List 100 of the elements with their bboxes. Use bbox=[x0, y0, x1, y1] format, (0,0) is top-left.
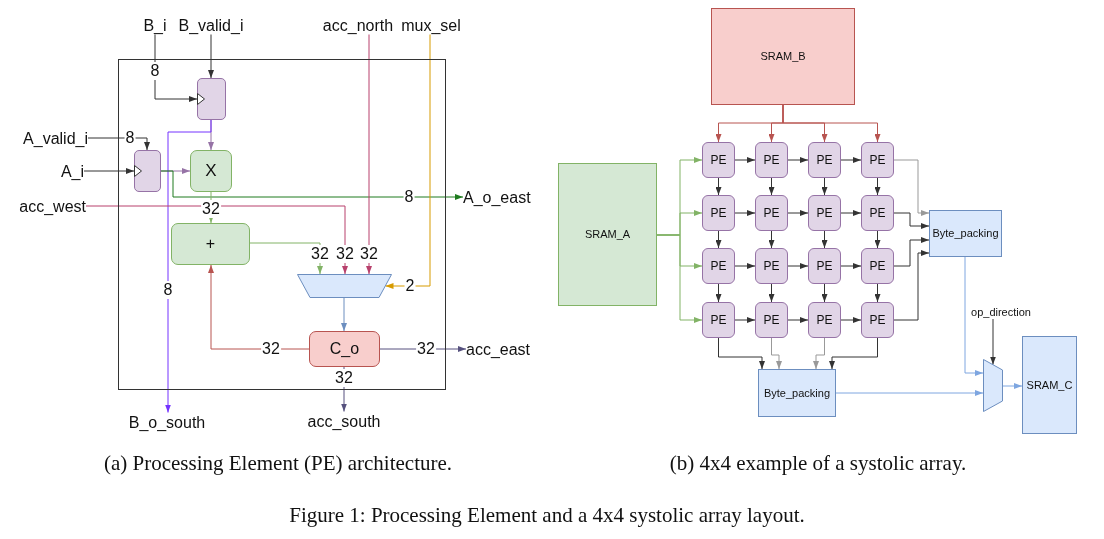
arrow bbox=[379, 346, 467, 352]
signal-label: acc_east bbox=[466, 339, 531, 359]
arrow bbox=[768, 177, 775, 196]
pe-block: PE bbox=[755, 195, 788, 231]
arrow bbox=[768, 283, 775, 303]
arrow bbox=[734, 263, 756, 269]
pe-block: PE bbox=[861, 248, 894, 284]
accumulator-register-block: C_o bbox=[309, 331, 380, 367]
arrow bbox=[821, 230, 828, 249]
byte-packing-block: Byte_packing bbox=[929, 210, 1002, 257]
arrow bbox=[83, 168, 135, 174]
arrow bbox=[734, 317, 756, 323]
signal-label: op_direction bbox=[971, 305, 1031, 319]
arrow bbox=[874, 283, 881, 303]
arrow bbox=[1002, 383, 1023, 389]
arrow bbox=[768, 230, 775, 249]
arrow bbox=[385, 34, 431, 289]
pe-block: PE bbox=[755, 142, 788, 178]
arrow bbox=[990, 318, 996, 365]
arrow bbox=[208, 264, 310, 350]
arrow bbox=[893, 159, 930, 216]
arrow bbox=[656, 234, 703, 323]
module-outline bbox=[118, 59, 446, 390]
arrow bbox=[840, 263, 862, 269]
adder-block: + bbox=[171, 223, 250, 265]
arrow bbox=[715, 230, 722, 249]
arrow bbox=[771, 337, 782, 370]
edge-label: 8 bbox=[162, 281, 174, 299]
edge-label: 32 bbox=[201, 200, 221, 218]
arrow bbox=[964, 256, 984, 376]
arrow bbox=[715, 177, 722, 196]
pe-block: PE bbox=[755, 248, 788, 284]
arrow bbox=[341, 297, 347, 332]
pe-block: PE bbox=[861, 195, 894, 231]
memory-block: SRAM_C bbox=[1022, 336, 1077, 434]
arrow bbox=[840, 317, 862, 323]
register-block bbox=[134, 150, 161, 192]
arrow bbox=[813, 337, 825, 370]
edge-label: 32 bbox=[359, 245, 379, 263]
arrow bbox=[821, 177, 828, 196]
signal-label: B_valid_i bbox=[178, 15, 244, 35]
multiplexer-shape bbox=[983, 359, 1003, 412]
multiplexer-shape bbox=[297, 274, 392, 298]
pe-block: PE bbox=[808, 302, 841, 338]
arrow bbox=[787, 157, 809, 163]
arrow bbox=[787, 263, 809, 269]
arrow bbox=[782, 104, 881, 143]
memory-block: SRAM_A bbox=[558, 163, 657, 306]
arrow bbox=[840, 210, 862, 216]
pe-block: PE bbox=[861, 142, 894, 178]
memory-block: SRAM_B bbox=[711, 8, 855, 105]
arrow bbox=[718, 337, 765, 370]
arrow bbox=[208, 34, 214, 79]
arrow bbox=[821, 283, 828, 303]
pe-block: PE bbox=[702, 302, 735, 338]
pe-block: PE bbox=[755, 302, 788, 338]
signal-label: acc_south bbox=[307, 411, 381, 431]
edge-label: 8 bbox=[149, 62, 161, 80]
arrow bbox=[893, 237, 930, 267]
arrow bbox=[787, 317, 809, 323]
arrow bbox=[154, 34, 198, 102]
pe-block: PE bbox=[808, 142, 841, 178]
arrow bbox=[893, 250, 930, 321]
arrow bbox=[249, 242, 323, 275]
pe-block: PE bbox=[702, 142, 735, 178]
register-block bbox=[197, 78, 226, 120]
pe-block: PE bbox=[702, 195, 735, 231]
signal-label: B_o_south bbox=[128, 412, 206, 432]
byte-packing-block: Byte_packing bbox=[758, 369, 836, 417]
signal-label: mux_sel bbox=[401, 15, 461, 35]
arrow bbox=[341, 366, 347, 412]
pe-block: PE bbox=[808, 248, 841, 284]
edge-label: 32 bbox=[335, 245, 355, 263]
pe-block: PE bbox=[861, 302, 894, 338]
multiplier-block: X bbox=[190, 150, 232, 192]
signal-label: A_valid_i bbox=[23, 128, 88, 148]
arrow bbox=[734, 210, 756, 216]
signal-label: acc_west bbox=[19, 196, 86, 216]
subfigure-caption: (b) 4x4 example of a systolic array. bbox=[669, 451, 967, 475]
arrow bbox=[87, 137, 150, 151]
arrow bbox=[165, 119, 212, 413]
signal-label: B_i bbox=[143, 15, 167, 35]
arrow bbox=[835, 390, 984, 396]
signal-label: acc_north bbox=[322, 15, 394, 35]
arrow bbox=[734, 157, 756, 163]
arrow bbox=[160, 170, 464, 200]
arrow bbox=[829, 337, 878, 370]
arrow bbox=[208, 191, 214, 224]
edge-label: 32 bbox=[310, 245, 330, 263]
edge-label: 32 bbox=[334, 369, 354, 387]
arrow bbox=[874, 177, 881, 196]
arrow bbox=[85, 205, 348, 275]
signal-label: A_i bbox=[60, 161, 84, 181]
arrow bbox=[366, 34, 372, 275]
pe-block: PE bbox=[702, 248, 735, 284]
arrow bbox=[840, 157, 862, 163]
arrow bbox=[874, 230, 881, 249]
subfigure-caption: (a) Processing Element (PE) architecture. bbox=[103, 451, 453, 475]
arrow bbox=[715, 283, 722, 303]
signal-label: A_o_east bbox=[463, 187, 531, 207]
